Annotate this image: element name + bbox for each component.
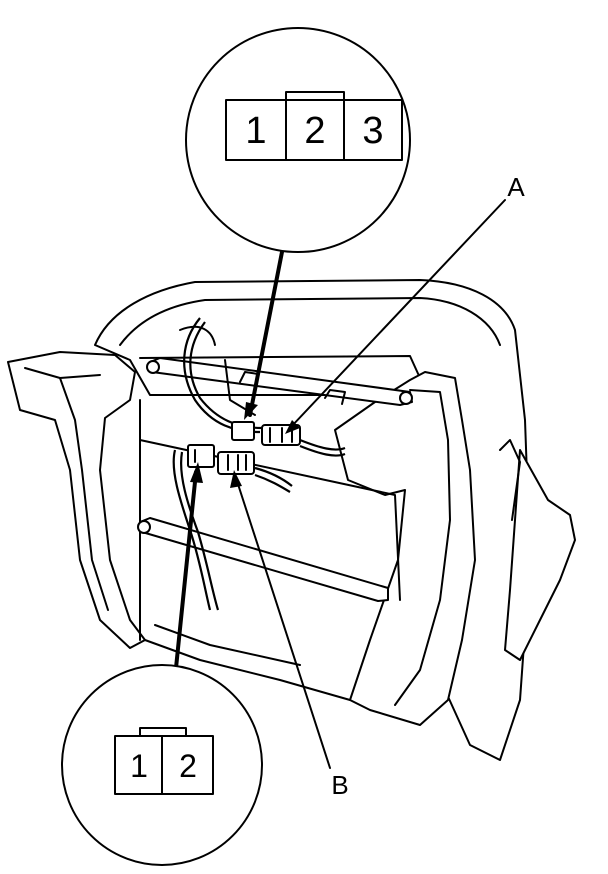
pin-1-label: 1 bbox=[130, 748, 148, 784]
callout-a: A bbox=[285, 172, 525, 434]
callout-b-label: B bbox=[331, 770, 348, 800]
pin-2-label: 2 bbox=[304, 110, 325, 152]
connector-face-3pin: 1 2 3 bbox=[225, 91, 403, 161]
connector-face-2pin: 1 2 bbox=[114, 727, 214, 795]
callout-a-label: A bbox=[507, 172, 525, 202]
connector-b-2pin bbox=[187, 444, 255, 475]
seat-back-illustration bbox=[7, 279, 576, 761]
callout-b: B bbox=[230, 470, 349, 800]
pin-2-label: 2 bbox=[179, 748, 197, 784]
pin-1-label: 1 bbox=[245, 110, 266, 152]
pin-3-label: 3 bbox=[362, 110, 383, 152]
